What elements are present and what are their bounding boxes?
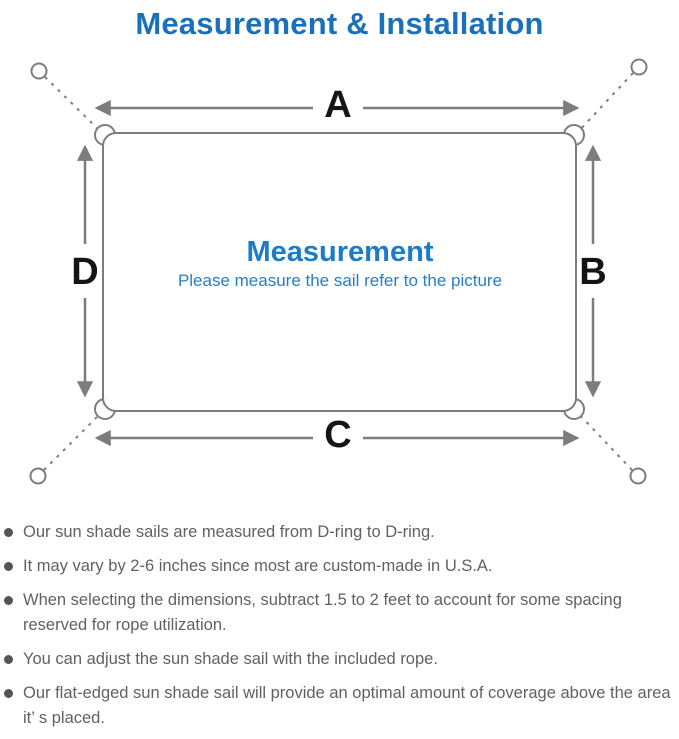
list-item: Our sun shade sails are measured from D-…	[2, 520, 671, 545]
bullet-icon	[4, 655, 13, 664]
anchor-point-icon	[30, 62, 48, 80]
dimension-label-d: D	[71, 251, 98, 293]
dimension-label-b: B	[579, 251, 606, 293]
bullet-icon	[4, 562, 13, 571]
note-text: When selecting the dimensions, subtract …	[23, 591, 622, 634]
note-text: It may vary by 2-6 inches since most are…	[23, 557, 493, 575]
rope-dashed-line-top-right	[576, 72, 634, 134]
list-item: It may vary by 2-6 inches since most are…	[2, 554, 671, 579]
rope-dashed-line-top-left	[44, 76, 103, 134]
measurement-diagram: A B C D Measurement Please measure the s…	[29, 58, 648, 485]
rope-dashed-line-bottom-right	[576, 411, 633, 471]
bullet-icon	[4, 689, 13, 698]
bullet-icon	[4, 528, 13, 537]
anchor-point-icon	[630, 58, 648, 76]
note-text: Our sun shade sails are measured from D-…	[23, 523, 435, 541]
list-item: Our flat-edged sun shade sail will provi…	[2, 681, 671, 731]
page-title: Measurement & Installation	[135, 6, 544, 41]
anchor-point-icon	[629, 467, 647, 485]
diagram-center-heading: Measurement	[247, 236, 434, 268]
list-item: When selecting the dimensions, subtract …	[2, 588, 671, 638]
rope-dashed-line-bottom-left	[43, 411, 103, 471]
shade-sail-outline	[102, 132, 577, 412]
bullet-icon	[4, 596, 13, 605]
dimension-label-a: A	[324, 84, 351, 126]
list-item: You can adjust the sun shade sail with t…	[2, 647, 671, 672]
diagram-center-subtitle: Please measure the sail refer to the pic…	[178, 271, 502, 290]
notes-list: Our sun shade sails are measured from D-…	[0, 520, 679, 731]
note-text: Our flat-edged sun shade sail will provi…	[23, 684, 671, 727]
dimension-label-c: C	[324, 414, 351, 456]
note-text: You can adjust the sun shade sail with t…	[23, 650, 438, 668]
measurement-diagram-container: A B C D Measurement Please measure the s…	[0, 46, 679, 506]
anchor-point-icon	[29, 467, 47, 485]
